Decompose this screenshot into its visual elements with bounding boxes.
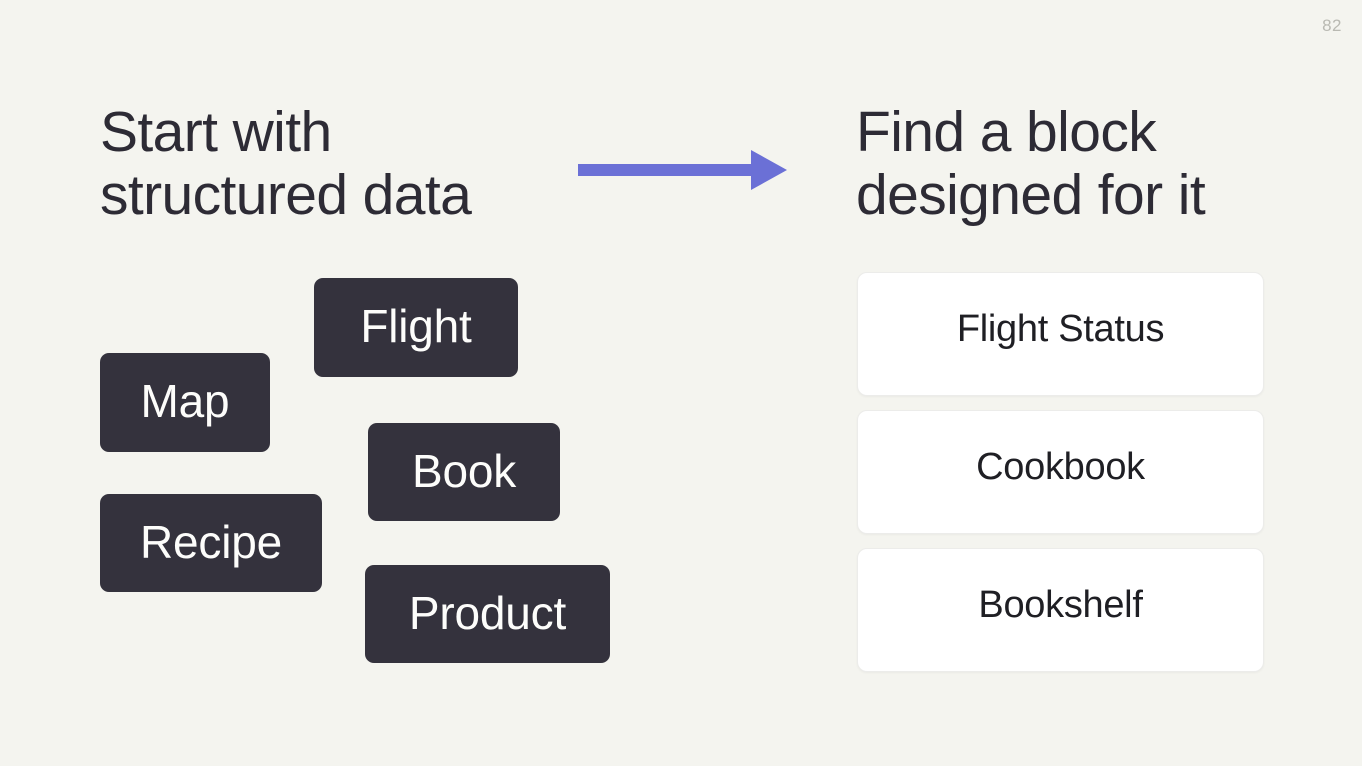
block-card-list: Flight Status Cookbook Bookshelf bbox=[857, 272, 1264, 672]
card-label: Bookshelf bbox=[978, 583, 1143, 626]
card-label: Flight Status bbox=[956, 307, 1165, 350]
chip-flight: Flight bbox=[314, 278, 518, 377]
card-label: Cookbook bbox=[976, 445, 1145, 488]
left-heading: Start with structured data bbox=[100, 100, 472, 227]
card-flight-status[interactable]: Flight Status bbox=[857, 272, 1264, 396]
chip-label: Product bbox=[408, 586, 567, 639]
page-number: 82 bbox=[1322, 16, 1342, 35]
chip-label: Book bbox=[411, 444, 517, 497]
card-cookbook[interactable]: Cookbook bbox=[857, 410, 1264, 534]
chip-label: Recipe bbox=[140, 515, 282, 568]
chip-book: Book bbox=[368, 423, 560, 521]
right-heading: Find a block designed for it bbox=[856, 100, 1206, 227]
chip-map: Map bbox=[100, 353, 270, 452]
right-arrow-icon bbox=[578, 150, 787, 190]
chip-label: Map bbox=[140, 375, 230, 427]
chip-recipe: Recipe bbox=[100, 494, 322, 592]
card-bookshelf[interactable]: Bookshelf bbox=[857, 548, 1264, 672]
chip-label: Flight bbox=[360, 300, 472, 352]
chip-product: Product bbox=[365, 565, 610, 663]
